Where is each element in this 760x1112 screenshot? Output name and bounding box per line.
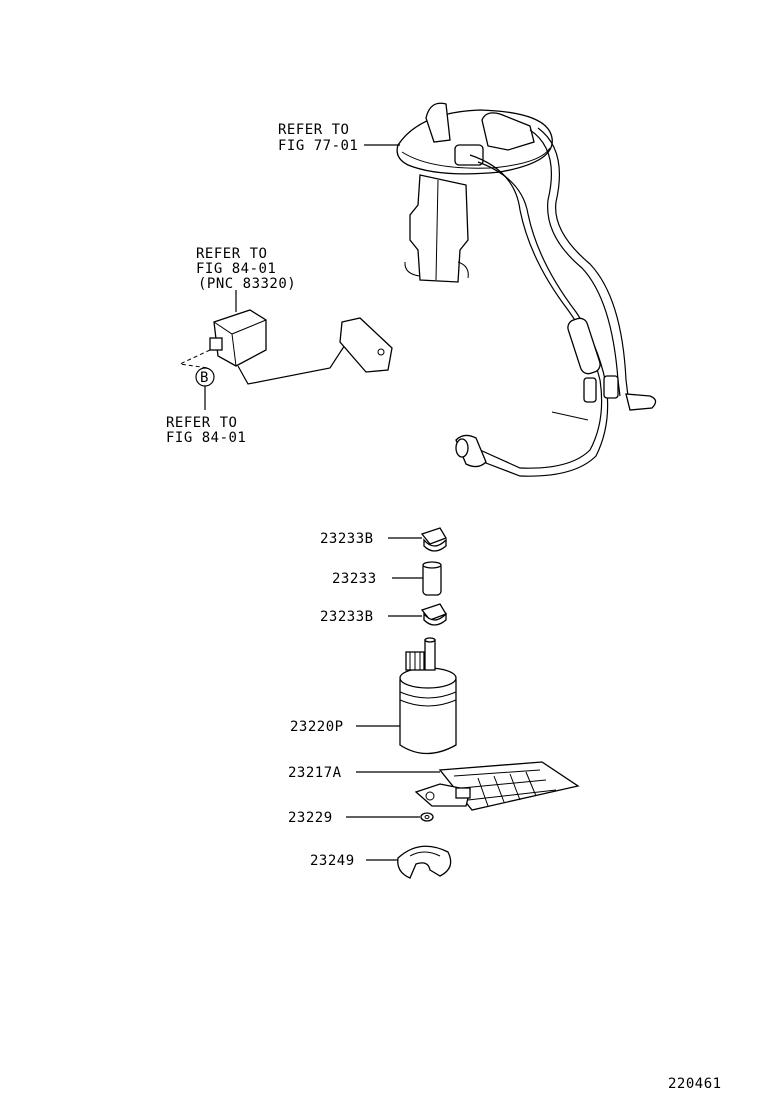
label-23220p: 23220P bbox=[290, 719, 344, 735]
label-23217a: 23217A bbox=[288, 765, 342, 781]
callout-fig84b-line2: FIG 84-01 bbox=[166, 430, 246, 446]
part-23233b-bottom-clamp bbox=[420, 603, 447, 626]
callout-fig84a-line3: (PNC 83320) bbox=[198, 276, 296, 292]
label-23233: 23233 bbox=[332, 571, 377, 587]
label-23249: 23249 bbox=[310, 853, 355, 869]
label-23233b-bottom: 23233B bbox=[320, 609, 374, 625]
fuel-sender-gauge-assembly bbox=[396, 102, 657, 477]
part-23233b-top-clamp bbox=[420, 527, 447, 552]
circle-b-label: B bbox=[200, 370, 209, 386]
part-23217a-fuel-filter bbox=[414, 761, 580, 811]
callout-fig77-line2: FIG 77-01 bbox=[278, 138, 358, 154]
part-23220p-fuel-pump bbox=[399, 637, 457, 755]
part-23229-washer bbox=[420, 812, 434, 822]
label-23229: 23229 bbox=[288, 810, 333, 826]
dashed-leader-b bbox=[178, 349, 211, 369]
callout-fig84b-line1: REFER TO bbox=[166, 415, 237, 431]
sender-gauge-float bbox=[209, 309, 393, 385]
callout-fig77-line1: REFER TO bbox=[278, 122, 349, 138]
part-23249-cushion bbox=[397, 845, 452, 879]
label-23233b-top: 23233B bbox=[320, 531, 374, 547]
callout-fig84a-line1: REFER TO bbox=[196, 246, 267, 262]
part-23233-hose bbox=[422, 561, 442, 596]
callout-fig84a-line2: FIG 84-01 bbox=[196, 261, 276, 277]
diagram-number: 220461 bbox=[668, 1076, 722, 1092]
